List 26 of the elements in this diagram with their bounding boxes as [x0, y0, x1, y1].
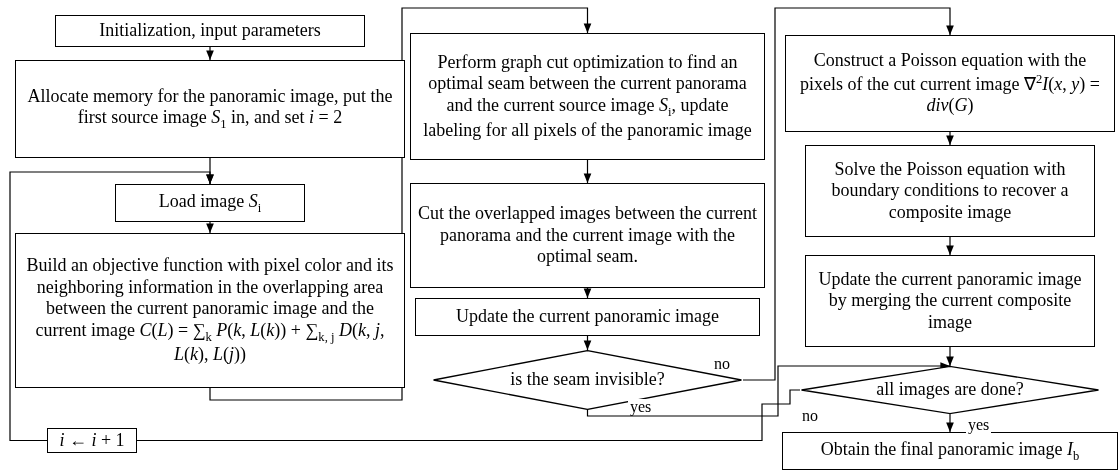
process-box: Update the current panoramic image — [415, 298, 760, 336]
process-box: i ← i + 1 — [47, 428, 137, 453]
process-box: Perform graph cut optimization to find an optimal seam between the current panorama and the current source image S$_{i}$, update labeling for all pixels of the panoramic image — [410, 33, 765, 160]
arrow — [206, 46, 214, 61]
arrow — [583, 335, 592, 351]
arrow — [583, 159, 592, 184]
process-box: Solve the Poisson equation with boundary conditions to recover a composite image — [805, 145, 1095, 237]
arrow — [742, 7, 954, 381]
arrow — [583, 287, 592, 299]
process-box: Initialization, input parameters — [55, 15, 365, 47]
arrow — [586, 362, 951, 417]
arrow — [946, 346, 954, 367]
process-box: Load image S$_{i}$ — [115, 184, 305, 222]
arrow — [946, 413, 954, 433]
edge-label: yes — [628, 399, 654, 415]
decision-diamond: all images are done? — [800, 366, 1100, 414]
arrow — [206, 221, 214, 234]
arrow — [946, 131, 954, 146]
process-box: Build an objective function with pixel color and its neighboring information in the overlapping area between the current panoramic image and the current image C(L) = ∑$_{k}$ P(k, L(k)) + ∑$_{k, j}$ D(k, j, L(k), L(j)) — [15, 233, 405, 388]
process-box: Allocate memory for the panoramic image, put the first source image S$_{1}$ in, and set i = 2 — [15, 60, 405, 158]
arrow — [946, 236, 954, 256]
process-box: Construct a Poisson equation with the pixels of the cut current image ∇$^{2}$I(x, y) = div(G) — [785, 35, 1115, 132]
process-box: Update the current panoramic image by merging the current composite image — [805, 255, 1095, 347]
connector-line — [136, 389, 801, 442]
process-box: Cut the overlapped images between the current panorama and the current image with the optimal seam. — [410, 183, 765, 288]
arrow — [9, 171, 214, 442]
